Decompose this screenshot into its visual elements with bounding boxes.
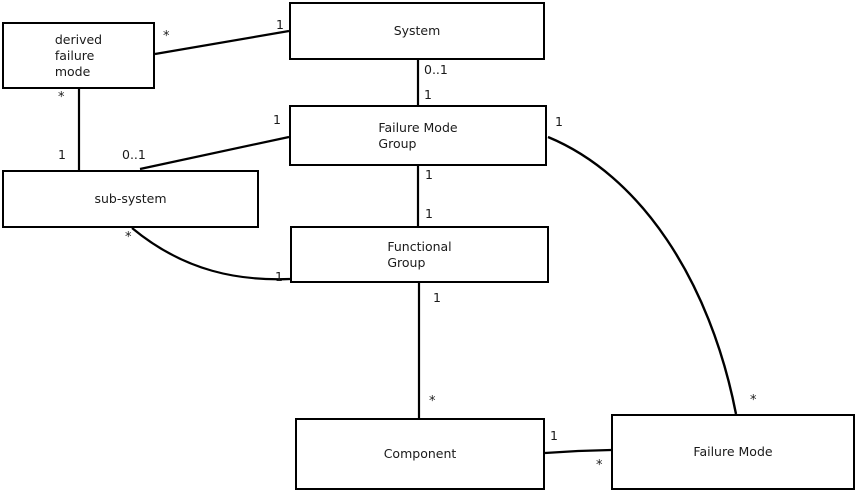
class-box-failure-mode[interactable]: Failure Mode xyxy=(611,414,855,490)
class-label-component: Component xyxy=(383,446,457,461)
class-box-component[interactable]: Component xyxy=(295,418,545,490)
connector-component-to-failure-mode xyxy=(544,448,612,455)
multiplicity-label-failure-mode-group-bottom-one: 1 xyxy=(425,167,433,182)
multiplicity-label-dfm-to-system-star: * xyxy=(163,29,170,44)
class-box-failure-mode-group[interactable]: Failure Mode Group xyxy=(289,105,547,166)
multiplicity-label-system-left-one: 1 xyxy=(276,17,284,32)
multiplicity-label-dfm-bottom-star: * xyxy=(58,90,65,105)
connector-derived-failure-mode-to-system xyxy=(154,29,290,56)
class-label-functional-group: Functional Group xyxy=(387,238,452,270)
multiplicity-label-sub-system-bottom-star: * xyxy=(125,230,132,245)
multiplicity-label-failure-mode-group-left-one: 1 xyxy=(273,112,281,127)
class-label-sub-system: sub-system xyxy=(94,191,167,206)
multiplicity-label-functional-group-left-one: 1 xyxy=(275,269,283,284)
multiplicity-label-component-top-star: * xyxy=(429,394,436,409)
multiplicity-label-system-bottom-zero-one: 0..1 xyxy=(424,62,448,77)
class-box-sub-system[interactable]: sub-system xyxy=(2,170,259,228)
multiplicity-label-sub-system-top-one: 1 xyxy=(58,147,66,162)
multiplicity-label-functional-group-bottom-one: 1 xyxy=(433,290,441,305)
class-box-derived-failure-mode[interactable]: derived failure mode xyxy=(2,22,155,89)
connector-failure-mode-group-to-failure-mode xyxy=(547,135,738,415)
multiplicity-label-component-right-one: 1 xyxy=(550,428,558,443)
multiplicity-label-failure-mode-top-star: * xyxy=(750,393,757,408)
class-box-system[interactable]: System xyxy=(289,2,545,60)
multiplicity-label-failure-mode-group-right-one: 1 xyxy=(555,114,563,129)
class-box-functional-group[interactable]: Functional Group xyxy=(290,226,549,283)
class-label-system: System xyxy=(393,23,441,38)
class-label-derived-failure-mode: derived failure mode xyxy=(54,31,103,79)
multiplicity-label-sub-system-zero-one: 0..1 xyxy=(122,147,146,162)
class-label-failure-mode: Failure Mode xyxy=(693,444,773,459)
multiplicity-label-failure-mode-left-star: * xyxy=(596,458,603,473)
connector-sub-system-to-failure-mode-group xyxy=(139,135,290,171)
connector-sub-system-to-functional-group xyxy=(131,227,291,281)
multiplicity-label-failure-mode-group-top-one: 1 xyxy=(424,87,432,102)
multiplicity-label-functional-group-top-one: 1 xyxy=(425,206,433,221)
class-label-failure-mode-group: Failure Mode Group xyxy=(378,119,458,151)
